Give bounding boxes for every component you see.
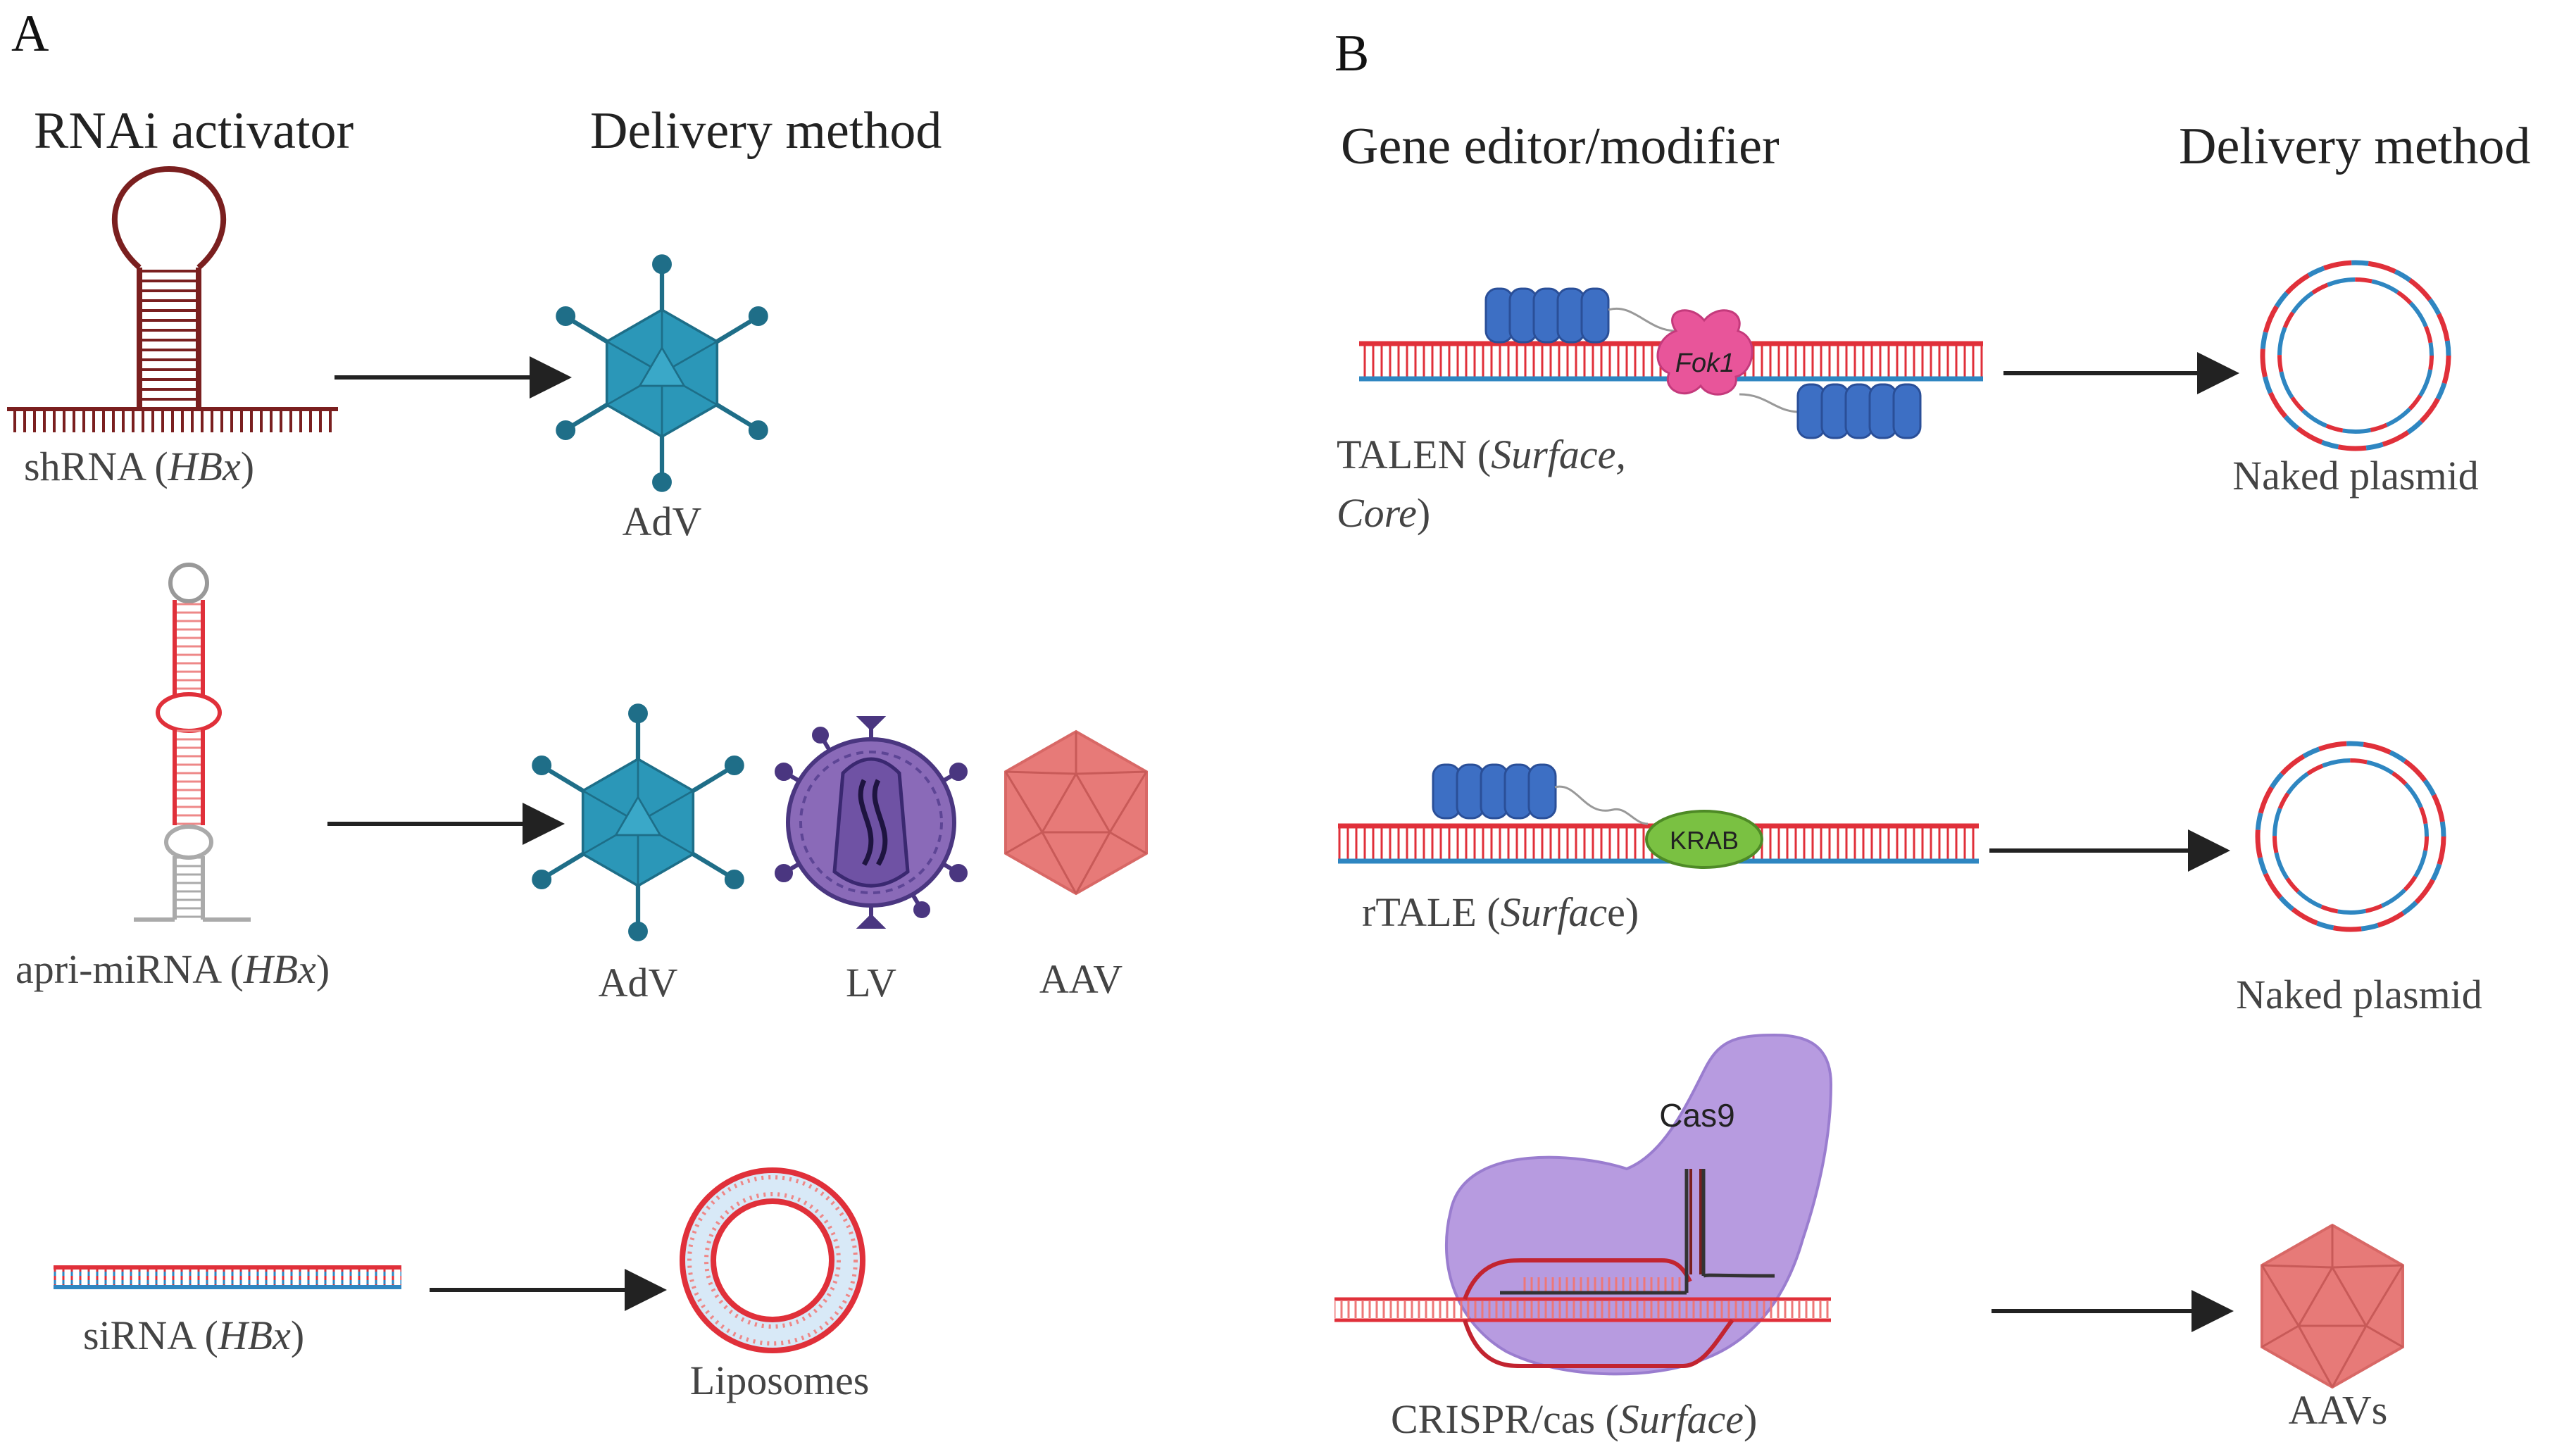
cas9-label: Cas9 [1659,1097,1734,1134]
shrna-hairpin-icon [7,165,338,432]
gene-editor-heading: Gene editor/modifier [1341,118,1780,175]
crispr-label: CRISPR/cas (Surface) [1391,1396,1757,1442]
adv-icon [534,706,742,939]
plasmid-icon [2260,260,2451,451]
lv-label: LV [846,960,896,1005]
shrna-label: shRNA (HBx) [24,444,254,489]
naked-plasmid-label-2: Naked plasmid [2236,972,2482,1017]
lv-icon [775,716,968,929]
panel-b-delivery-heading: Delivery method [2179,118,2530,175]
sirna-label: siRNA (HBx) [83,1312,304,1358]
plasmid-icon [2255,741,2446,932]
crispr-cas9-icon: Cas9 [1334,1033,1833,1376]
adv-label-2: AdV [599,960,678,1005]
aav-label: AAV [1039,956,1123,1002]
talen-label-line2: Core) [1337,490,1430,536]
naked-plasmid-label-1: Naked plasmid [2232,453,2479,499]
liposome-icon [680,1167,865,1353]
adv-icon [558,256,765,489]
aavs-label: AAVs [2289,1387,2388,1433]
adv-label-1: AdV [623,499,702,544]
panel-a-label: A [11,5,49,63]
panel-a-delivery-heading: Delivery method [590,102,942,160]
rtale-label: rTALE (Surface) [1362,889,1639,935]
panel-b-label: B [1334,25,1369,82]
apri-mirna-label: apri-miRNA (HBx) [15,946,330,992]
sirna-duplex-icon [54,1265,401,1289]
liposomes-label: Liposomes [690,1358,870,1403]
talen-icon: Fok1 [1359,287,1983,439]
rtale-icon: KRAB [1338,763,1979,869]
krab-label: KRAB [1670,826,1739,855]
apri-mirna-hairpin-icon [134,563,251,922]
rnai-activator-heading: RNAi activator [34,102,354,160]
aav-icon [1004,730,1148,895]
aav-icon [2261,1224,2404,1389]
fok1-label: Fok1 [1675,349,1734,378]
talen-label-line1: TALEN (Surface, [1337,432,1626,477]
